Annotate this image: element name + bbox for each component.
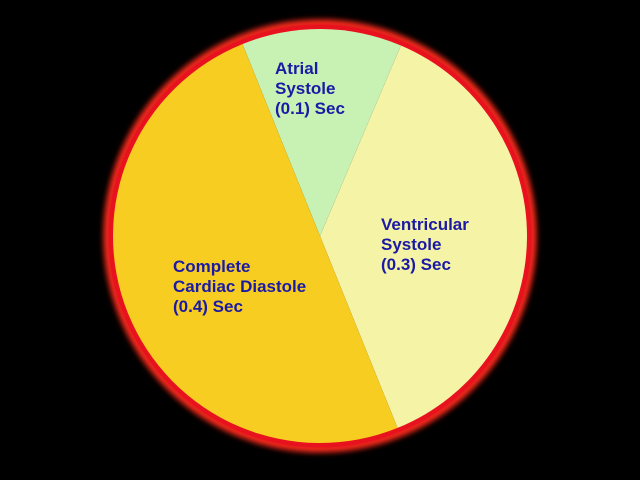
label-complete-cardiac-diastole-line-1: Complete xyxy=(173,257,250,276)
label-complete-cardiac-diastole: Complete Cardiac Diastole (0.4) Sec xyxy=(173,257,311,316)
pie-slice-ventricular-systole xyxy=(320,45,527,428)
label-atrial-systole: Atrial Systole (0.1) Sec xyxy=(275,59,345,118)
label-ventricular-systole-line-3: (0.3) Sec xyxy=(381,255,451,274)
pie-rim xyxy=(108,24,532,448)
pie-slices xyxy=(112,29,527,444)
label-ventricular-systole-line-2: Systole xyxy=(381,235,441,254)
label-atrial-systole-line-3: (0.1) Sec xyxy=(275,99,345,118)
label-atrial-systole-line-2: Systole xyxy=(275,79,335,98)
label-ventricular-systole-line-1: Ventricular xyxy=(381,215,469,234)
pie-slice-complete-cardiac-diastole xyxy=(112,44,398,444)
label-ventricular-systole: Ventricular Systole (0.3) Sec xyxy=(381,215,474,274)
pie-slice-atrial-systole xyxy=(242,29,401,236)
label-complete-cardiac-diastole-line-2: Cardiac Diastole xyxy=(173,277,306,296)
label-atrial-systole-line-1: Atrial xyxy=(275,59,318,78)
label-complete-cardiac-diastole-line-3: (0.4) Sec xyxy=(173,297,243,316)
pie-labels: Atrial Systole (0.1) Sec Ventricular Sys… xyxy=(173,59,474,316)
pie-rim-glow xyxy=(103,19,537,453)
